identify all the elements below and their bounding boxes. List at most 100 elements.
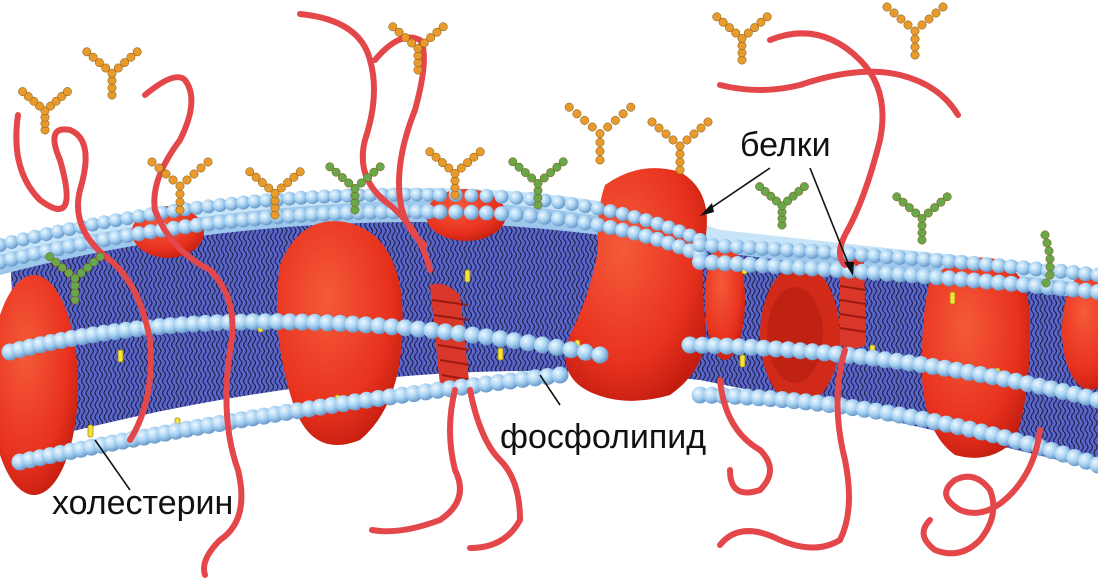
sugar-unit bbox=[596, 138, 604, 146]
sugar-unit bbox=[596, 147, 604, 155]
sugar-unit bbox=[925, 15, 933, 23]
sugar-unit bbox=[611, 116, 619, 124]
phospholipid-head bbox=[578, 199, 592, 213]
sugar-unit bbox=[169, 176, 177, 184]
sugar-unit bbox=[897, 15, 905, 23]
phospholipid-head bbox=[552, 367, 569, 384]
sugar-unit bbox=[133, 48, 141, 56]
sugar-unit bbox=[176, 182, 184, 190]
sugar-unit bbox=[1046, 263, 1054, 271]
sugar-unit bbox=[1042, 279, 1050, 287]
sugar-unit bbox=[565, 103, 573, 111]
phospholipid-head bbox=[551, 211, 566, 226]
sugar-unit bbox=[648, 118, 656, 126]
sugar-unit bbox=[755, 182, 763, 190]
sugar-unit bbox=[1045, 247, 1053, 255]
phospholipid-head bbox=[563, 341, 580, 358]
phospholipid-head bbox=[551, 195, 565, 209]
phospholipid-head bbox=[578, 215, 593, 230]
sugar-unit bbox=[1043, 239, 1051, 247]
sugar-unit bbox=[376, 163, 384, 171]
phospholipid-head bbox=[464, 189, 478, 203]
phospholipid-head bbox=[577, 344, 594, 361]
sugar-unit bbox=[697, 124, 705, 132]
sugar-unit bbox=[911, 35, 919, 43]
phospholipid-head bbox=[28, 230, 42, 244]
sugar-unit bbox=[763, 13, 771, 21]
sugar-unit bbox=[911, 51, 919, 59]
sugar-unit bbox=[426, 148, 434, 156]
sugar-unit bbox=[943, 193, 951, 201]
phospholipid-head bbox=[433, 188, 447, 202]
sugar-unit bbox=[83, 48, 91, 56]
sugar-unit bbox=[918, 21, 926, 29]
sugar-unit bbox=[939, 3, 947, 11]
sugar-unit bbox=[46, 253, 54, 261]
sugar-unit bbox=[883, 3, 891, 11]
phospholipid-head bbox=[509, 191, 523, 205]
phospholipid-head bbox=[480, 189, 494, 203]
sugar-unit bbox=[676, 166, 684, 174]
sugar-unit bbox=[669, 136, 677, 144]
sugar-unit bbox=[246, 168, 254, 176]
sugar-unit bbox=[676, 150, 684, 158]
phospholipid-head bbox=[628, 210, 642, 224]
sugar-unit bbox=[911, 27, 919, 35]
sugar-unit bbox=[580, 116, 588, 124]
sugar-unit bbox=[655, 124, 663, 132]
label-proteins: белки bbox=[740, 128, 831, 162]
phospholipid-head bbox=[63, 222, 77, 236]
phospholipid-head bbox=[537, 210, 552, 225]
label-cholesterol: холестерин bbox=[52, 486, 233, 520]
phospholipid-head bbox=[548, 339, 565, 356]
sugar-unit bbox=[509, 158, 517, 166]
sugar-unit bbox=[1041, 231, 1049, 239]
phospholipid-head bbox=[433, 205, 448, 220]
sugar-unit bbox=[911, 43, 919, 51]
sugar-unit bbox=[662, 130, 670, 138]
sugar-unit bbox=[18, 87, 26, 95]
sugar-unit bbox=[476, 148, 484, 156]
phospholipid-head bbox=[564, 213, 579, 228]
phospholipid-head bbox=[479, 206, 494, 221]
sugar-unit bbox=[619, 110, 627, 118]
phospholipid-head bbox=[97, 215, 111, 229]
phospholipid-head bbox=[591, 202, 605, 216]
sugar-unit bbox=[296, 168, 304, 176]
sugar-unit bbox=[162, 170, 170, 178]
label-phospholipid: фосфолипид bbox=[500, 420, 706, 454]
phospholipid-head bbox=[534, 337, 551, 354]
sugar-unit bbox=[389, 23, 397, 31]
phospholipid-head bbox=[590, 218, 605, 233]
phospholipid-head bbox=[494, 206, 509, 221]
phospholipid-head bbox=[448, 205, 463, 220]
sugar-unit bbox=[204, 158, 212, 166]
sugar-unit bbox=[890, 9, 898, 17]
sugar-unit bbox=[627, 103, 635, 111]
sugar-unit bbox=[596, 156, 604, 164]
sugar-unit bbox=[176, 198, 184, 206]
phospholipid-head bbox=[464, 205, 479, 220]
phospholipid-head bbox=[509, 207, 524, 222]
sugar-unit bbox=[96, 253, 104, 261]
sugar-unit bbox=[326, 163, 334, 171]
sugar-unit bbox=[559, 158, 567, 166]
sugar-unit bbox=[183, 176, 191, 184]
sugar-unit bbox=[588, 123, 596, 131]
phospholipid-head bbox=[523, 208, 538, 223]
sugar-unit bbox=[148, 158, 156, 166]
phospholipid-head bbox=[592, 347, 609, 364]
sugar-unit bbox=[676, 142, 684, 150]
phospholipid-head bbox=[495, 190, 509, 204]
sugar-unit bbox=[932, 9, 940, 17]
sugar-unit bbox=[676, 158, 684, 166]
phospholipid-head bbox=[86, 218, 100, 232]
sugar-unit bbox=[690, 130, 698, 138]
sugar-unit bbox=[63, 87, 71, 95]
sugar-unit bbox=[893, 193, 901, 201]
phospholipid-head bbox=[5, 235, 19, 249]
phospholipid-head bbox=[39, 227, 53, 241]
sugar-unit bbox=[155, 164, 163, 172]
phospholipid-head bbox=[616, 207, 630, 221]
sugar-unit bbox=[800, 182, 808, 190]
